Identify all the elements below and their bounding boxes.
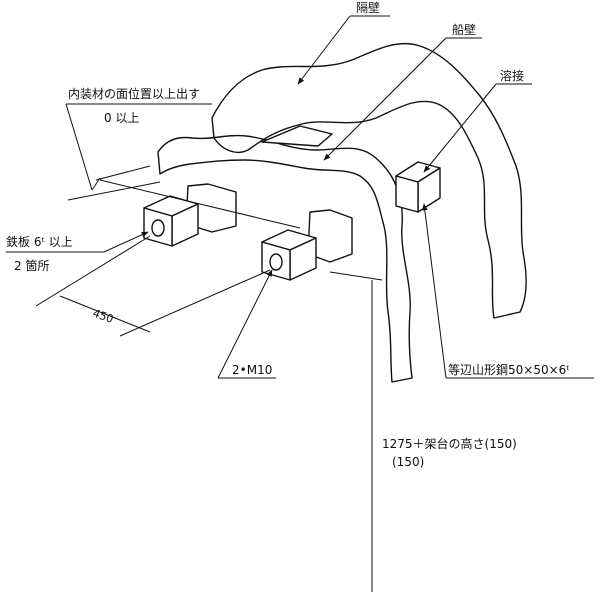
label-height-sub: (150): [392, 455, 424, 469]
label-weld: 溶接: [500, 68, 524, 83]
angle-steel-bracket: [395, 161, 441, 213]
right-bracket: [261, 209, 353, 281]
left-bracket: [143, 183, 237, 247]
label-plate-count: 2 箇所: [14, 259, 49, 273]
bolt-hole-right: [269, 253, 283, 271]
label-angle-steel: 等辺山形鋼50×50×6ᵗ: [448, 363, 570, 377]
bulkhead-wall: [211, 42, 527, 319]
label-bolts: 2•M10: [232, 363, 272, 377]
label-height-formula: 1275＋架台の高さ(150): [382, 436, 517, 451]
label-protrude-note: 内装材の面位置以上出す: [68, 86, 200, 101]
dimension-lines: [35, 165, 383, 592]
bolt-hole-left: [151, 219, 165, 237]
label-bulkhead: 隔壁: [356, 0, 380, 15]
label-hull: 船壁: [452, 22, 476, 37]
label-protrude-value: 0 以上: [104, 111, 139, 125]
label-dim-450: 450: [91, 307, 115, 326]
label-plate: 鉄板 6ᵗ 以上: [6, 234, 73, 249]
connecting-plate: [261, 125, 333, 147]
leader-lines: [6, 15, 594, 379]
